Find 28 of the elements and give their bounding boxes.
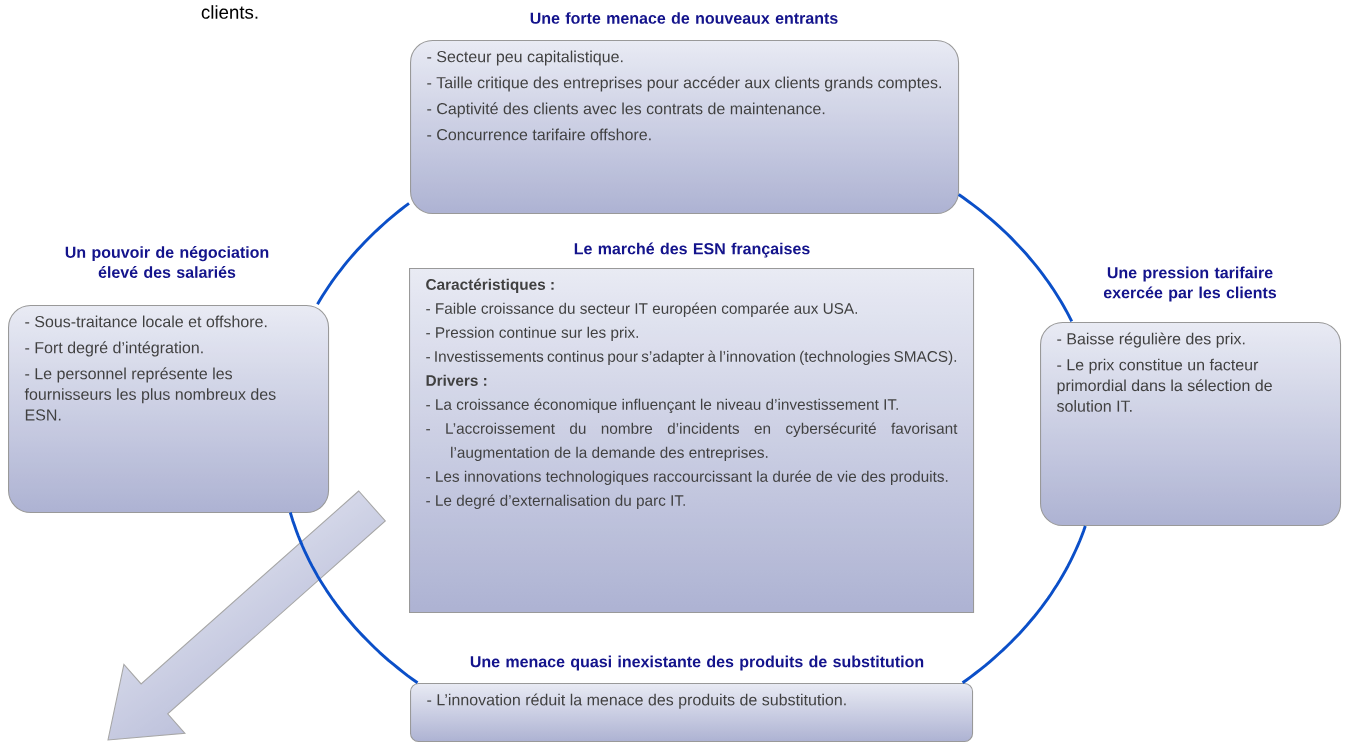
node-label: - La croissance économique influençant le niveau d’investissement IT. [426, 398, 898, 414]
node-label: - Captivité des clients avec les contrats de maintenance. [427, 102, 825, 118]
text-box: - Sous-traitance locale et offshore. - Fort degré d’intégration. - Le personnel représente les fournisseurs les plus nombreux des ESN. [8, 305, 330, 514]
info-box: Caractéristiques : - Faible croissance du secteur IT européen comparée aux USA. - Pression continue sur les prix. - Investissements continus pour s’adapter à l’innovation (technologies SMACS). Drivers : - La croissance économique influençant le niveau d’investissement IT. - L’accroissement du nombre d’incidents en cybersécurité favorisant l’augmentation de la demande des entreprises. - Les innovations technologiques raccourcissant la durée de vie des produits. - Le degré d’externalisation du parc IT. [409, 268, 975, 614]
node-label: - Faible croissance du secteur IT européen comparée aux USA. [426, 302, 858, 317]
node-label: - Concurrence tarifaire offshore. [427, 128, 651, 141]
heading: Une forte menace de nouveaux entrants [530, 12, 838, 24]
heading: Un pouvoir de négociation élevé des salariés [65, 246, 269, 278]
node-label: - Taille critique des entreprises pour accéder aux clients grands comptes. [427, 76, 941, 92]
connector-arc [316, 202, 410, 305]
text-box: - L’innovation réduit la menace des produits de substitution. [410, 683, 974, 743]
node-label: - L’accroissement du nombre d’incidents en cybersécurité favorisant l’augmentation de la demande des entreprises. [426, 422, 958, 461]
node-label: - Les innovations technologiques raccourcissant la durée de vie des produits. [426, 470, 948, 485]
text-box: - Baisse régulière des prix. - Le prix constitue un facteur primordial dans la sélection de solution IT. [1040, 322, 1342, 527]
text-box: - Secteur peu capitalistique. - Taille critique des entreprises pour accéder aux clients grands comptes. - Captivité des clients avec les contrats de maintenance. - Concurrence tarifaire offshore. [410, 40, 960, 215]
node-label: Drivers : [426, 374, 487, 386]
connector-arc [288, 512, 419, 684]
node-label: - Le degré d’externalisation du parc IT. [426, 494, 685, 509]
heading: Le marché des ESN françaises [574, 242, 810, 258]
connector-arc [957, 193, 1074, 323]
text-fragment: clients. [201, 5, 258, 19]
heading: Une pression tarifaire exercée par les clients [1103, 266, 1277, 302]
connector-arc [961, 525, 1087, 684]
node-label: - Pression continue sur les prix. [426, 326, 639, 341]
node-label: Caractéristiques : [426, 278, 554, 293]
node-label: - Secteur peu capitalistique. [427, 50, 623, 66]
heading: Une menace quasi inexistante des produits de substitution [470, 655, 924, 671]
node-label: - Investissements continus pour s’adapter à l’innovation (technologies SMACS). [426, 350, 957, 365]
